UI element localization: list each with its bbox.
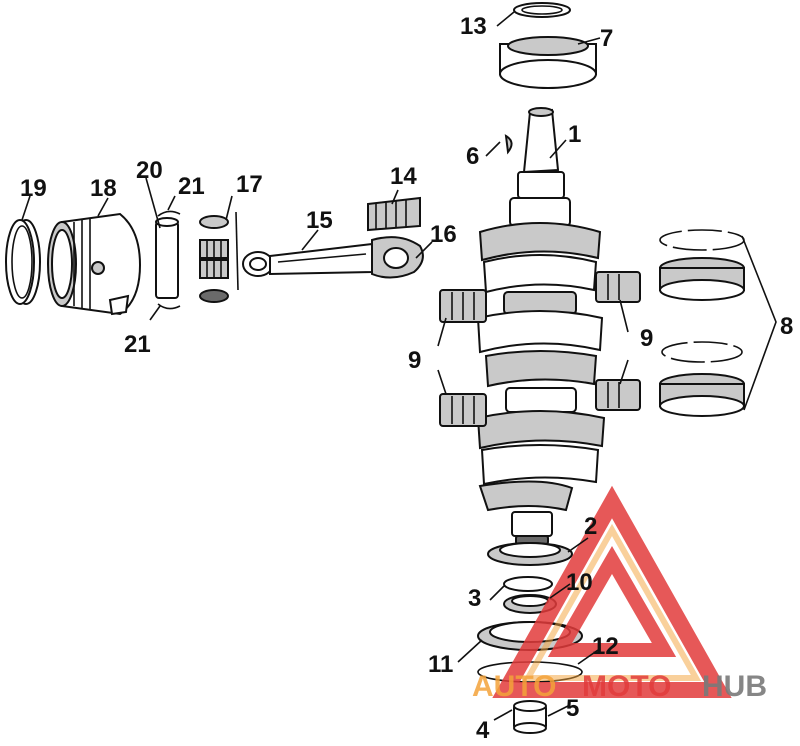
callout-21-bottom: 21: [124, 331, 151, 358]
callout-19: 19: [20, 175, 47, 202]
callout-3: 3: [468, 585, 481, 612]
automotohub-watermark-logo: [492, 485, 732, 698]
leader-lines: [21, 11, 629, 721]
callout-15: 15: [306, 207, 333, 234]
pin-retainer-clips: [157, 210, 181, 310]
callout-9-left: 9: [408, 347, 421, 374]
upper-roller-bearing: [499, 2, 597, 89]
crankshaft: [476, 107, 606, 545]
callout-10: 10: [566, 569, 593, 596]
callout-18: 18: [90, 175, 117, 202]
watermark-moto: MOTO: [582, 670, 671, 703]
callout-4: 4: [476, 717, 490, 744]
piston: [47, 212, 142, 316]
callout-16: 16: [430, 221, 457, 248]
callout-13: 13: [460, 13, 487, 40]
main-bearing-halves: [439, 271, 641, 427]
callout-9-right: 9: [640, 325, 653, 352]
crankpin-needle-bearing: [367, 196, 421, 232]
callout-8: 8: [780, 313, 793, 340]
callout-12: 12: [592, 633, 619, 660]
callout-1: 1: [568, 121, 581, 148]
callout-17: 17: [236, 171, 263, 198]
callout-5: 5: [566, 695, 579, 722]
main-bearing-races: [659, 229, 777, 417]
callout-2: 2: [584, 513, 597, 540]
callout-11: 11: [428, 651, 453, 678]
watermark-auto: AUTO: [472, 670, 556, 703]
woodruff-key: [504, 134, 513, 155]
piston-rings: [5, 219, 41, 305]
callout-20: 20: [136, 157, 163, 184]
wrist-pin-bearing-set: [199, 211, 239, 303]
watermark-hub: HUB: [702, 670, 767, 703]
connecting-rod: [242, 236, 424, 279]
callout-7: 7: [600, 25, 613, 52]
piston-pin: [155, 217, 179, 299]
callout-14: 14: [390, 163, 417, 190]
callout-21-top: 21: [178, 173, 205, 200]
callout-6: 6: [466, 143, 479, 170]
